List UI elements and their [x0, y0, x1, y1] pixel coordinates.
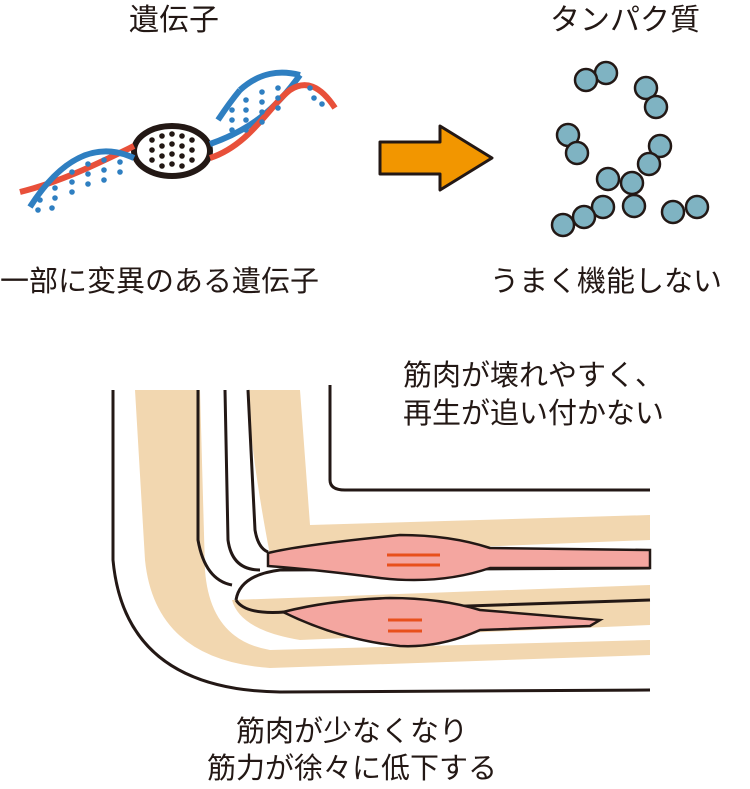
protein-caption: うまく機能しない [490, 264, 723, 298]
muscle-note-line1: 筋肉が壊れやすく、 [403, 358, 665, 392]
protein-chain-icon [550, 60, 710, 238]
bottom-caption-line1: 筋肉が少なくなり [235, 714, 469, 748]
gene-caption: 一部に変異のある遺伝子 [0, 264, 320, 298]
arm-cross-section-icon [111, 385, 652, 694]
muscle-note-line2: 再生が追い付かない [403, 396, 665, 430]
dna-helix-icon [19, 69, 338, 213]
protein-title: タンパク質 [550, 3, 700, 38]
gene-title: 遺伝子 [129, 3, 219, 38]
right-arrow-icon [378, 124, 494, 192]
bottom-caption-line2: 筋力が徐々に低下する [206, 751, 498, 785]
